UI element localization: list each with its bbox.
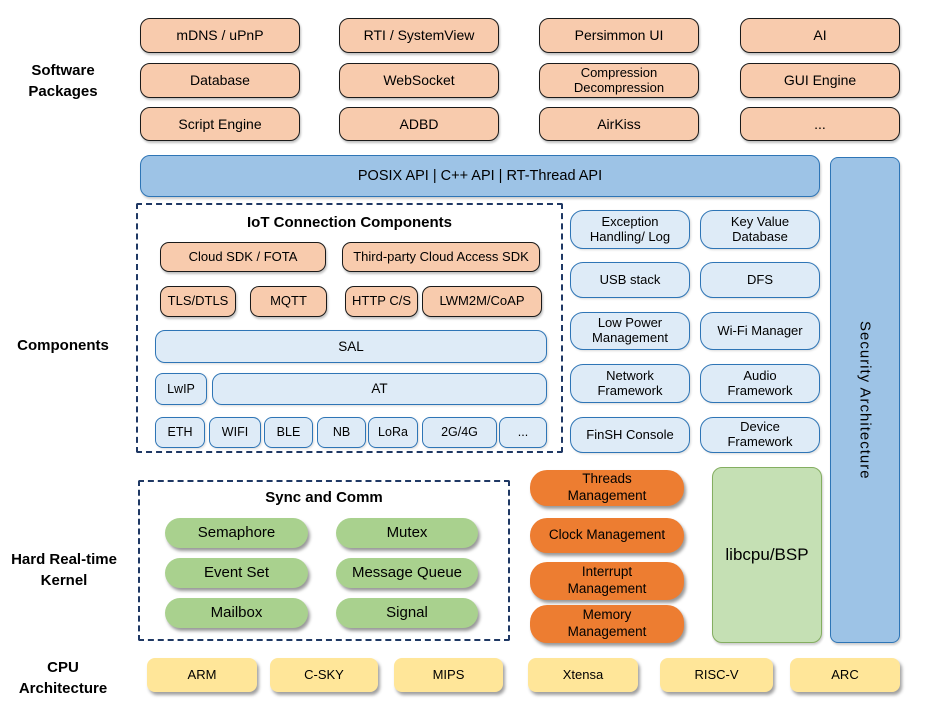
sync-mailbox: Mailbox: [165, 598, 308, 628]
mgr-threads-management: Threads Management: [530, 470, 684, 506]
iot-connection-components-box: IoT Connection Components: [136, 203, 563, 453]
package-websocket: WebSocket: [339, 63, 499, 98]
box-lwm2m-coap: LWM2M/CoAP: [422, 286, 542, 317]
box-cloud-sdk-fota: Cloud SDK / FOTA: [160, 242, 326, 272]
service-low-power: Low Power Management: [570, 312, 690, 350]
side-label-components: Components: [17, 337, 109, 354]
package-airkiss: AirKiss: [539, 107, 699, 141]
package-database: Database: [140, 63, 300, 98]
sync-signal: Signal: [336, 598, 478, 628]
cpu-arc: ARC: [790, 658, 900, 692]
security-architecture-bar: Security Architecture: [830, 157, 900, 643]
sync-event-set: Event Set: [165, 558, 308, 588]
mgr-interrupt-management: Interrupt Management: [530, 562, 684, 600]
service-device-framework: Device Framework: [700, 417, 820, 453]
sync-semaphore: Semaphore: [165, 518, 308, 548]
package-rti-systemview: RTI / SystemView: [339, 18, 499, 53]
service-key-value-db: Key Value Database: [700, 210, 820, 249]
side-label-kernel: Hard Real-time Kernel: [11, 551, 117, 589]
libcpu-bsp-box: libcpu/BSP: [712, 467, 822, 643]
box-tls-dtls: TLS/DTLS: [160, 286, 236, 317]
cpu-mips: MIPS: [394, 658, 503, 692]
package-compression: Compression Decompression: [539, 63, 699, 98]
cpu-arm: ARM: [147, 658, 257, 692]
box-sal: SAL: [155, 330, 547, 363]
link-more: ...: [499, 417, 547, 448]
box-http-cs: HTTP C/S: [345, 286, 418, 317]
link-wifi: WIFI: [209, 417, 261, 448]
link-nb: NB: [317, 417, 366, 448]
box-at: AT: [212, 373, 547, 405]
link-lora: LoRa: [368, 417, 418, 448]
posix-api-bar: POSIX API | C++ API | RT-Thread API: [140, 155, 820, 197]
package-script-engine: Script Engine: [140, 107, 300, 141]
package-mdns-upnp: mDNS / uPnP: [140, 18, 300, 53]
package-adbd: ADBD: [339, 107, 499, 141]
service-finsh-console: FinSH Console: [570, 417, 690, 453]
service-exception-log: Exception Handling/ Log: [570, 210, 690, 249]
sync-and-comm-title: Sync and Comm: [265, 489, 383, 506]
service-wifi-manager: Wi-Fi Manager: [700, 312, 820, 350]
service-dfs: DFS: [700, 262, 820, 298]
package-more: ...: [740, 107, 900, 141]
box-mqtt: MQTT: [250, 286, 327, 317]
sync-message-queue: Message Queue: [336, 558, 478, 588]
sync-mutex: Mutex: [336, 518, 478, 548]
box-lwip: LwIP: [155, 373, 207, 405]
sync-and-comm-box: Sync and Comm: [138, 480, 510, 641]
mgr-clock-management: Clock Management: [530, 518, 684, 553]
service-usb-stack: USB stack: [570, 262, 690, 298]
mgr-memory-management: Memory Management: [530, 605, 684, 643]
side-label-software-packages: Software Packages: [28, 62, 98, 100]
cpu-risc-v: RISC-V: [660, 658, 773, 692]
box-third-party-cloud-sdk: Third-party Cloud Access SDK: [342, 242, 540, 272]
cpu-c-sky: C-SKY: [270, 658, 378, 692]
cpu-xtensa: Xtensa: [528, 658, 638, 692]
link-2g4g: 2G/4G: [422, 417, 497, 448]
service-audio-framework: Audio Framework: [700, 364, 820, 403]
link-eth: ETH: [155, 417, 205, 448]
service-network-framework: Network Framework: [570, 364, 690, 403]
package-ai: AI: [740, 18, 900, 53]
link-ble: BLE: [264, 417, 313, 448]
package-persimmon-ui: Persimmon UI: [539, 18, 699, 53]
package-gui-engine: GUI Engine: [740, 63, 900, 98]
side-label-cpu-architecture: CPU Architecture: [18, 659, 108, 697]
iot-title: IoT Connection Components: [247, 214, 452, 231]
